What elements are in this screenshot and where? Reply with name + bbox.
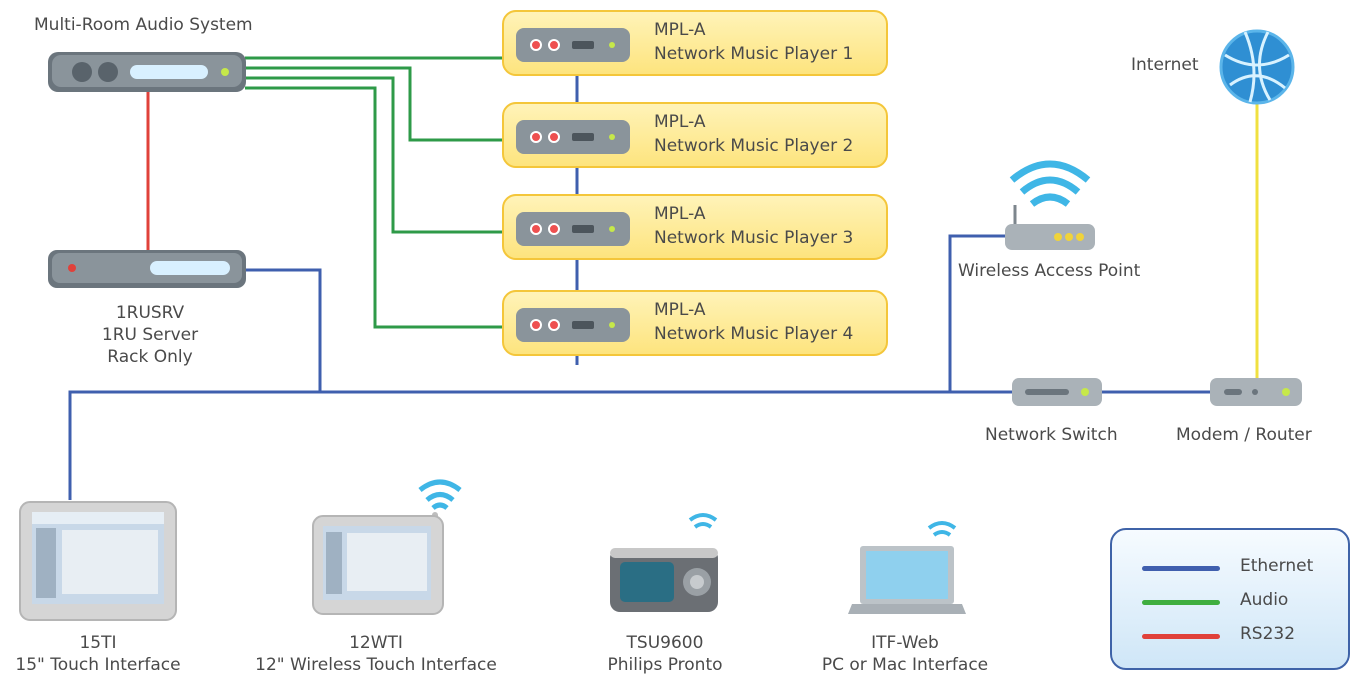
router-label: Modem / Router xyxy=(1176,425,1312,445)
server-label: 1RUSRV 1RU Server Rack Only xyxy=(60,302,240,368)
player-name: Network Music Player 2 xyxy=(654,136,854,156)
player-model: MPL-A xyxy=(654,300,706,320)
internet-label: Internet xyxy=(1131,55,1199,75)
legend-swatch xyxy=(1142,566,1220,571)
legend: Ethernet Audio RS232 xyxy=(1110,528,1350,670)
device-name: 12" Wireless Touch Interface xyxy=(255,655,497,675)
wifi-router-icon xyxy=(1005,160,1095,250)
legend-label: RS232 xyxy=(1240,624,1296,644)
player-model: MPL-A xyxy=(654,204,706,224)
server-note: Rack Only xyxy=(107,347,193,367)
player-name: Network Music Player 1 xyxy=(654,44,854,64)
audio-lines xyxy=(245,56,520,329)
touch-panel-15-icon xyxy=(19,501,177,621)
modem-icon xyxy=(1210,378,1302,406)
wireless-touch-panel-12-icon xyxy=(312,479,462,615)
device-model: 12WTI xyxy=(349,633,403,653)
device-name: Philips Pronto xyxy=(607,655,723,675)
system-title: Multi-Room Audio System xyxy=(34,15,253,35)
device-label-12wti: 12WTI 12" Wireless Touch Interface xyxy=(236,632,516,676)
wap-label: Wireless Access Point xyxy=(958,261,1141,281)
device-label-15ti: 15TI 15" Touch Interface xyxy=(0,632,196,676)
device-label-tsu9600: TSU9600 Philips Pronto xyxy=(580,632,750,676)
laptop-icon xyxy=(848,521,966,614)
legend-label: Audio xyxy=(1240,590,1289,610)
server-model: 1RUSRV xyxy=(115,303,185,323)
legend-swatch xyxy=(1142,600,1220,605)
device-name: 15" Touch Interface xyxy=(15,655,181,675)
music-player-icon xyxy=(516,212,630,246)
music-player-icon xyxy=(516,120,630,154)
server-type: 1RU Server xyxy=(101,325,199,345)
player-model: MPL-A xyxy=(654,112,706,132)
device-model: TSU9600 xyxy=(626,633,704,653)
switch-label: Network Switch xyxy=(985,425,1118,445)
device-name: PC or Mac Interface xyxy=(821,655,989,675)
server-device xyxy=(48,250,246,288)
globe-icon xyxy=(1219,29,1295,105)
player-name: Network Music Player 4 xyxy=(654,324,854,344)
legend-swatch xyxy=(1142,634,1220,639)
music-player-icon xyxy=(516,308,630,342)
device-model: ITF-Web xyxy=(871,633,939,653)
switch-icon xyxy=(1012,378,1102,406)
player-model: MPL-A xyxy=(654,20,706,40)
device-label-itfweb: ITF-Web PC or Mac Interface xyxy=(805,632,1005,676)
legend-label: Ethernet xyxy=(1240,556,1314,576)
audio-system-device xyxy=(48,52,246,92)
device-model: 15TI xyxy=(79,633,117,653)
music-player-icon xyxy=(516,28,630,62)
remote-control-icon xyxy=(610,513,718,612)
player-name: Network Music Player 3 xyxy=(654,228,854,248)
